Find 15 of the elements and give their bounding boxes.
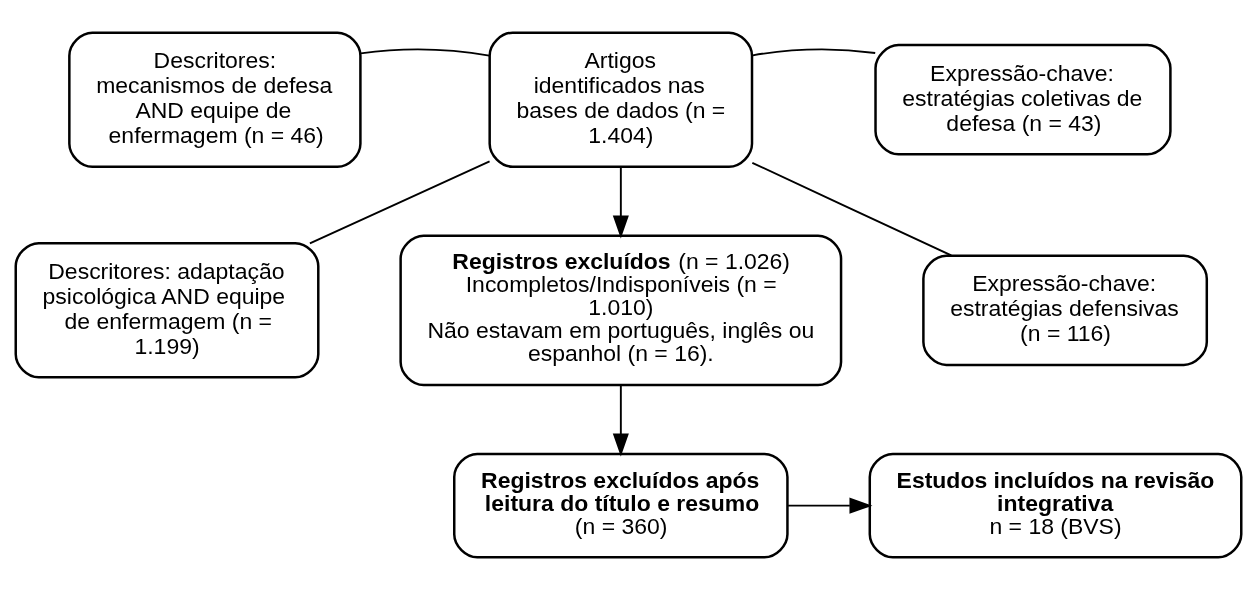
connector: [751, 161, 953, 257]
arrow: [787, 497, 873, 514]
node-box: Registros excluídos (n = 1.026) Incompletos/Indisponíveis (n = 1.010) Não estavam em português, inglês ou espanhol (n = 16).: [399, 234, 843, 387]
connector: [308, 160, 491, 245]
node-box: Estudos incluídos na revisão integrativa n = 18 (BVS): [868, 452, 1243, 559]
node-box: Artigos identificados nas bases de dados (n = 1.404): [488, 31, 754, 168]
connector: [359, 48, 491, 57]
arrow: [612, 384, 629, 457]
node-box: Registros excluídos após leitura do título e resumo (n = 360): [453, 452, 789, 559]
arrow: [612, 166, 629, 239]
connector: [751, 48, 877, 57]
node-box: Descritores: mecanismos de defesa AND equipe de enfermagem (n = 46): [68, 31, 362, 168]
node-box: Descritores: adaptação psicológica AND equipe de enfermagem (n = 1.199): [14, 242, 320, 379]
node-box: Expressão-chave: estratégias coletivas de defesa (n = 43): [874, 43, 1172, 156]
node-box: Expressão-chave: estratégias defensivas (n = 116): [922, 254, 1209, 367]
